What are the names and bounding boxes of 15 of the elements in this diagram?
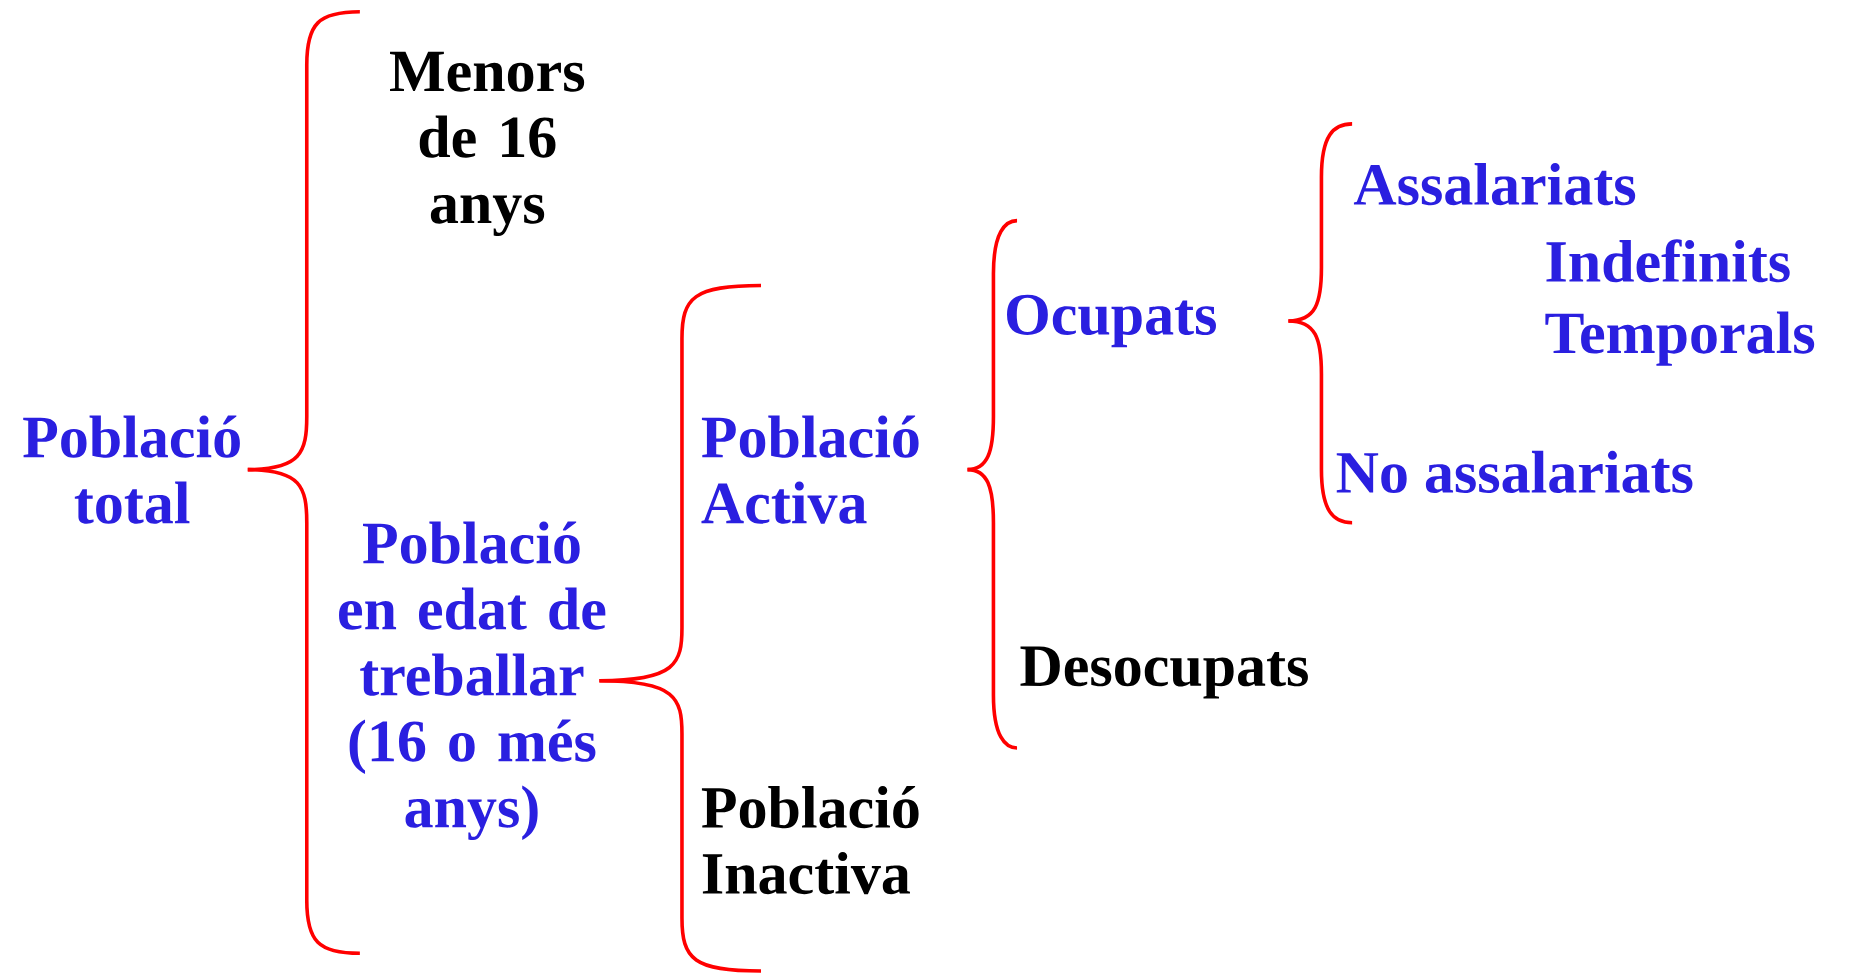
tree-label: No assalariats <box>1336 451 1693 494</box>
brace <box>1288 319 1353 525</box>
brace <box>599 679 762 974</box>
tree-label: Desocupats <box>1020 646 1308 699</box>
tree-label: Menors de 16 anys <box>390 52 585 237</box>
tree-label: Població en edat de treballar (16 o més anys) <box>339 521 606 841</box>
tree-label: Població Inactiva <box>701 786 919 895</box>
tree-label: Població total <box>23 415 240 524</box>
tree-label: Indefinits <box>1546 239 1790 283</box>
tree-label: Temporals <box>1545 311 1815 367</box>
tree-label: Assalariats <box>1353 163 1636 206</box>
tree-label: Ocupats <box>1007 294 1216 348</box>
tree-label: Població Activa <box>701 415 919 524</box>
brace <box>967 468 1018 751</box>
brace <box>247 468 360 956</box>
